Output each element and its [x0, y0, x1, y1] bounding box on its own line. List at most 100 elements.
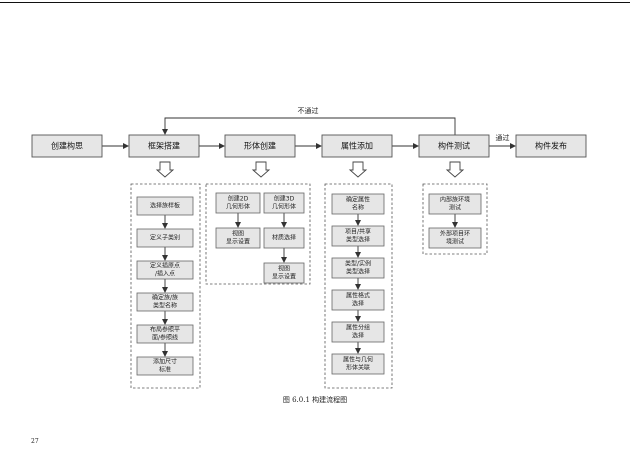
substep-label: 添加尺寸 — [153, 358, 177, 366]
header-rule — [0, 2, 630, 3]
substep-box — [136, 228, 194, 248]
main-step-s1: 创建构思 — [31, 134, 103, 158]
substep-label: 创建2D — [228, 195, 249, 203]
substep-label: 显示设置 — [272, 273, 296, 281]
substep-label: 定义子类别 — [150, 234, 180, 242]
substep-label: 确定属性 — [346, 196, 370, 204]
substep-box — [215, 192, 261, 214]
substep-box — [136, 196, 194, 216]
substep-label: 类型选择 — [346, 236, 370, 244]
down-block-arrow-testing — [445, 161, 465, 178]
main-step-s5: 构件测试 — [418, 134, 490, 158]
substep-box — [263, 262, 305, 284]
substep-label: 外部项目环 — [440, 230, 470, 238]
down-block-arrow-framework — [155, 161, 175, 178]
main-step-s3: 形体创建 — [224, 134, 296, 158]
substep-label: 形体关联 — [346, 364, 370, 372]
substep-label: 显示设置 — [226, 238, 250, 246]
substep-box — [428, 227, 482, 249]
substep-label: 布局参照平 — [150, 326, 180, 334]
page-number: 27 — [31, 438, 39, 445]
main-step-box — [418, 134, 490, 158]
substep-box — [331, 257, 385, 279]
main-step-label: 框架搭建 — [148, 141, 180, 151]
main-step-box — [128, 134, 200, 158]
substep-group-framework — [130, 183, 201, 389]
substep-box — [331, 193, 385, 215]
substep-box — [136, 260, 194, 280]
main-step-label: 形体创建 — [244, 141, 276, 151]
substep-box — [331, 321, 385, 343]
main-step-label: 构件发布 — [535, 141, 567, 151]
substep-label: 属性格式 — [346, 292, 370, 300]
shape-3d-step-2: 材质选择 — [263, 227, 305, 249]
substep-label: 类型选择 — [346, 268, 370, 276]
substep-label: 定义插原点 — [150, 262, 180, 270]
main-step-label: 构件测试 — [438, 141, 470, 151]
main-step-box — [224, 134, 296, 158]
substep-label: 测试 — [449, 204, 461, 212]
main-step-box — [31, 134, 103, 158]
substep-label: 标准 — [159, 366, 171, 374]
substep-box — [428, 193, 482, 215]
substep-box — [136, 292, 194, 312]
substep-label: 属性分组 — [346, 324, 370, 332]
feedback-loop-arrow — [162, 117, 456, 135]
main-step-label: 属性添加 — [341, 141, 373, 151]
substep-group-attributes — [324, 183, 393, 389]
substep-label: 内部族环境 — [440, 196, 470, 204]
substep-box — [331, 353, 385, 375]
substep-label: 确定族/族 — [152, 294, 178, 302]
edge-label-pass: 通过 — [496, 133, 510, 142]
edge-label-fail: 不通过 — [298, 106, 319, 115]
substep-label: 项目/共享 — [345, 228, 371, 236]
framework-step-2: 定义子类别 — [136, 228, 194, 248]
substep-label: 选择 — [352, 332, 364, 340]
substep-label: 材质选择 — [272, 234, 296, 242]
substep-group-layer — [130, 183, 488, 389]
substep-label: 境测试 — [446, 238, 464, 246]
framework-step-1: 选择族样板 — [136, 196, 194, 216]
substep-box — [136, 356, 194, 376]
main-step-s6: 构件发布 — [515, 134, 587, 158]
substep-label: 选择族样板 — [150, 202, 180, 210]
substep-box — [215, 227, 261, 249]
down-block-arrow-shape — [251, 161, 271, 178]
substep-label: 视图 — [232, 230, 244, 238]
main-step-box — [515, 134, 587, 158]
substep-group-shape — [205, 183, 311, 285]
main-step-s4: 属性添加 — [321, 134, 393, 158]
down-block-arrow-attributes — [348, 161, 368, 178]
label-layer: 通过 不通过 — [298, 106, 510, 142]
substep-label: 属性与几何 — [343, 356, 373, 364]
substep-box — [136, 324, 194, 344]
main-step-box — [321, 134, 393, 158]
substep-label: 面/参照线 — [152, 334, 178, 342]
framework-step-3: 定义插原点/插入点 — [136, 260, 194, 280]
substep-label: 名称 — [352, 204, 364, 212]
figure-caption: 图 6.0.1 构建流程图 — [282, 396, 348, 404]
substep-label: 类型/实例 — [345, 260, 371, 268]
substep-box — [263, 192, 305, 214]
substep-label: 视图 — [278, 265, 290, 273]
substep-label: 选择 — [352, 300, 364, 308]
substep-label: 类型名称 — [153, 302, 177, 310]
substep-box — [331, 225, 385, 247]
substep-box — [331, 289, 385, 311]
main-step-s2: 框架搭建 — [128, 134, 200, 158]
